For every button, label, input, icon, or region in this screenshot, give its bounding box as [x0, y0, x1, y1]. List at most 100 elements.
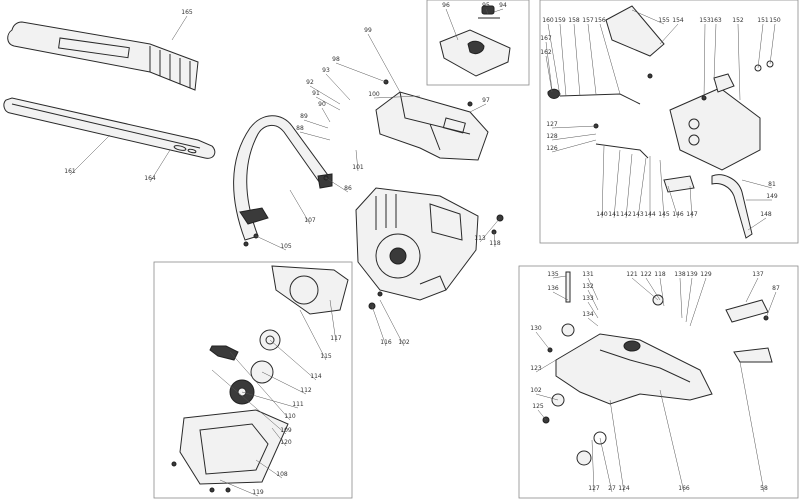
leader-line-c-89 [303, 119, 329, 129]
callout-c-93: 93 [322, 67, 330, 74]
bar-cover [7, 21, 199, 91]
leader-line-c-127b [591, 439, 595, 493]
callout-c-115: 115 [320, 353, 332, 360]
leader-line-c-137 [745, 277, 759, 303]
leader-line-c-132 [587, 289, 599, 311]
callout-c-149: 149 [766, 193, 778, 200]
callout-c-160: 160 [542, 17, 554, 24]
starter-panel [153, 261, 353, 499]
leader-line-c-126 [551, 139, 597, 153]
callout-c-159: 159 [554, 17, 566, 24]
leader-line-c-108 [255, 459, 283, 479]
callout-c-117: 117 [330, 335, 342, 342]
callout-c-81: 81 [768, 181, 776, 188]
callout-c-132: 132 [582, 283, 594, 290]
leader-line-c-94 [493, 8, 504, 13]
leader-line-c-143 [637, 157, 647, 219]
leader-line-c-163 [713, 23, 717, 81]
callout-c-129: 129 [700, 271, 712, 278]
callout-c-109: 109 [280, 427, 292, 434]
leader-line-c-141 [613, 149, 621, 219]
leader-line-c-120 [271, 427, 287, 447]
callout-c-101: 101 [352, 164, 364, 171]
callout-c-165: 165 [181, 9, 193, 16]
leader-line-c-114 [269, 339, 317, 381]
front-handle [233, 115, 333, 241]
leader-line-c-140 [601, 145, 605, 219]
callout-c-166: 166 [678, 485, 690, 492]
callout-c-88: 88 [296, 125, 304, 132]
leader-line-c-153 [703, 23, 706, 99]
callout-c-139: 139 [686, 271, 698, 278]
callout-c-95: 95 [482, 2, 490, 9]
callout-c-155: 155 [658, 17, 670, 24]
leader-line-c-159 [559, 23, 567, 97]
leader-line-c-166 [659, 389, 685, 493]
leader-line-c-105 [255, 235, 287, 251]
callout-c-102: 102 [398, 339, 410, 346]
leader-line-c-154 [659, 23, 679, 45]
callout-c-143: 143 [632, 211, 644, 218]
fuel-tank-assembly [551, 271, 773, 466]
starter-assembly [179, 265, 349, 485]
leader-line-c-97 [469, 103, 487, 113]
leader-line-c-118 [493, 231, 496, 248]
leader-line-c-155 [631, 9, 665, 25]
guide-bar [3, 97, 216, 159]
leader-line-c-128 [551, 133, 597, 141]
leader-line-c-95 [485, 8, 489, 15]
callout-c-102b: 102 [530, 387, 542, 394]
callout-c-97: 97 [482, 97, 490, 104]
callout-c-147: 147 [686, 211, 698, 218]
callout-c-131: 131 [582, 271, 594, 278]
callout-c-107: 107 [304, 217, 316, 224]
leader-line-c-158 [573, 23, 581, 97]
callout-c-146: 146 [672, 211, 684, 218]
leader-line-c-150 [769, 23, 776, 65]
callout-c-94: 94 [499, 2, 507, 9]
leader-line-c-151 [757, 23, 764, 69]
callout-c-156: 156 [594, 17, 606, 24]
engine [355, 187, 479, 301]
callout-c-121: 121 [626, 271, 638, 278]
leader-line-c-167 [545, 41, 553, 91]
callout-c-90: 90 [318, 101, 326, 108]
callout-c-100: 100 [368, 91, 380, 98]
callout-c-161: 161 [64, 168, 76, 175]
callout-c-108: 108 [276, 471, 288, 478]
leader-line-c-139 [685, 277, 693, 323]
callout-c-98: 98 [332, 56, 340, 63]
callout-c-162: 162 [540, 49, 552, 56]
leader-line-c-129 [689, 277, 707, 327]
leader-line-c-138 [679, 277, 683, 319]
leader-line-c-142 [625, 153, 633, 219]
leader-line-c-122 [645, 277, 661, 301]
leader-line-c-112 [261, 371, 307, 395]
leader-line-c-147 [689, 185, 693, 219]
chain-brake-assembly [547, 5, 761, 239]
leader-line-c-86 [325, 177, 349, 193]
callout-c-116: 116 [380, 339, 392, 346]
leader-line-c-107 [289, 189, 311, 225]
leader-line-c-157 [587, 23, 597, 95]
leader-line-c-102b [535, 393, 559, 401]
callout-c-130: 130 [530, 325, 542, 332]
leader-line-c-93 [325, 73, 351, 101]
callout-c-137: 137 [752, 271, 764, 278]
leader-line-c-160 [547, 23, 561, 97]
callout-c-152: 152 [732, 17, 744, 24]
callout-c-144: 144 [644, 211, 656, 218]
chain-brake-panel [539, 0, 799, 244]
leader-line-c-87 [765, 291, 777, 319]
callout-c-134: 134 [582, 311, 594, 318]
callout-c-96: 96 [442, 2, 450, 9]
leader-line-c-130 [535, 331, 551, 351]
leader-line-c-136 [552, 291, 569, 301]
callout-c-114: 114 [310, 373, 322, 380]
callout-c-125: 125 [532, 403, 544, 410]
callout-c-128: 128 [546, 133, 558, 140]
callout-c-122: 122 [640, 271, 652, 278]
callout-c-158: 158 [568, 17, 580, 24]
